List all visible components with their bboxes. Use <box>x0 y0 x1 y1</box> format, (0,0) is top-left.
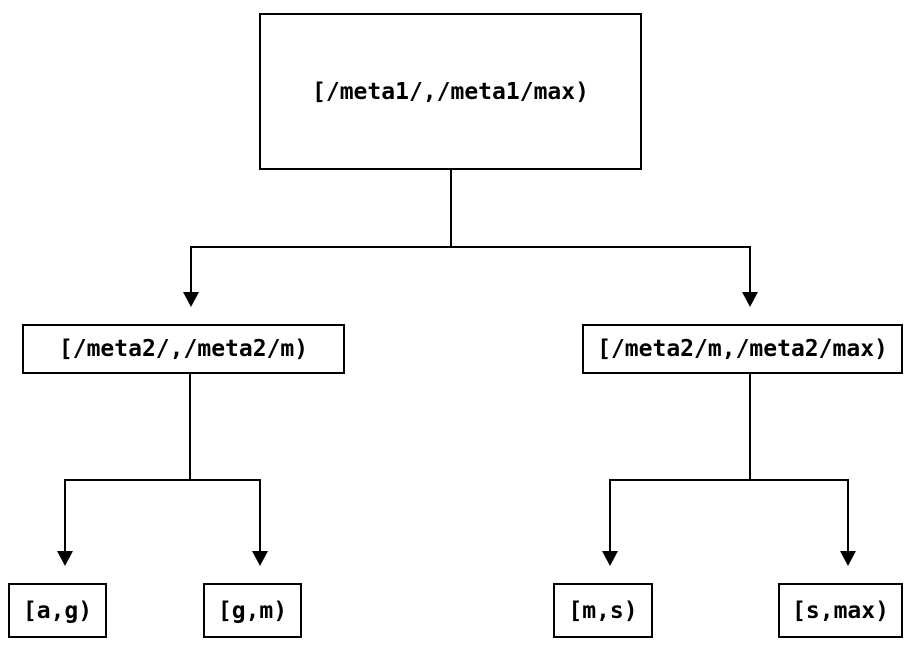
arrowhead-to-leaf-gm <box>252 551 268 566</box>
edge-left-stem <box>189 374 191 481</box>
node-leaf-smax: [s,max) <box>778 583 903 638</box>
edge-left-bar <box>64 479 261 481</box>
edge-right-to-smax-drop <box>847 479 849 552</box>
node-leaf-gm: [g,m) <box>203 583 302 638</box>
node-root: [/meta1/,/meta1/max) <box>259 13 642 170</box>
edge-right-stem <box>749 374 751 481</box>
node-leaf-ag: [a,g) <box>8 583 107 638</box>
edge-root-stem <box>450 170 452 248</box>
arrowhead-to-leaf-ag <box>57 551 73 566</box>
arrowhead-to-leaf-smax <box>840 551 856 566</box>
edge-root-bar <box>190 246 751 248</box>
node-meta2-right: [/meta2/m,/meta2/max) <box>582 324 903 374</box>
edge-right-to-ms-drop <box>609 479 611 552</box>
edge-root-to-right-drop <box>749 246 751 293</box>
edge-left-to-ag-drop <box>64 479 66 552</box>
arrowhead-to-meta2-right <box>742 292 758 307</box>
arrowhead-to-meta2-left <box>183 292 199 307</box>
edge-left-to-gm-drop <box>259 479 261 552</box>
arrowhead-to-leaf-ms <box>602 551 618 566</box>
node-leaf-ms: [m,s) <box>553 583 653 638</box>
node-meta2-left: [/meta2/,/meta2/m) <box>22 324 345 374</box>
edge-right-bar <box>609 479 849 481</box>
edge-root-to-left-drop <box>190 246 192 293</box>
